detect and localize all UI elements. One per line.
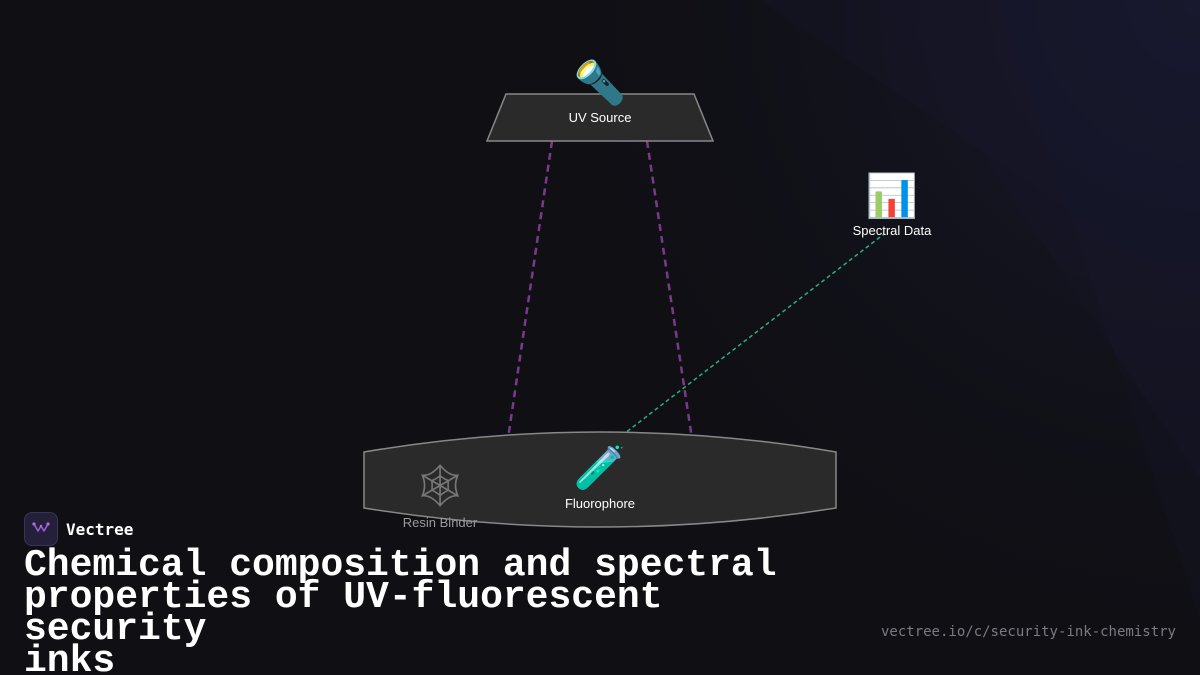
resin-binder-label: Resin Binder bbox=[403, 515, 478, 530]
test-tube-icon: 🧪 bbox=[574, 443, 626, 492]
bar-chart-icon: 📊 bbox=[866, 171, 918, 220]
spectral-data-label: Spectral Data bbox=[853, 223, 933, 238]
uv-source-label: UV Source bbox=[569, 110, 632, 125]
ink-layer-shape bbox=[363, 431, 837, 528]
page-title: Chemical composition and spectral proper… bbox=[24, 544, 777, 675]
spider-web-icon: 🕸 bbox=[413, 461, 466, 510]
fluorophore-label: Fluorophore bbox=[565, 496, 635, 511]
uv-beam-right bbox=[645, 140, 696, 453]
source-url: vectree.io/c/security-ink-chemistry bbox=[880, 624, 1176, 640]
uv-beam-left bbox=[504, 140, 554, 453]
vectree-logo-icon bbox=[24, 512, 58, 546]
brand-name: Vectree bbox=[66, 519, 134, 539]
flashlight-icon: 🔦 bbox=[574, 58, 626, 108]
brand: Vectree bbox=[24, 512, 133, 546]
uv-source-shape bbox=[485, 93, 715, 142]
emission-line bbox=[615, 233, 885, 441]
